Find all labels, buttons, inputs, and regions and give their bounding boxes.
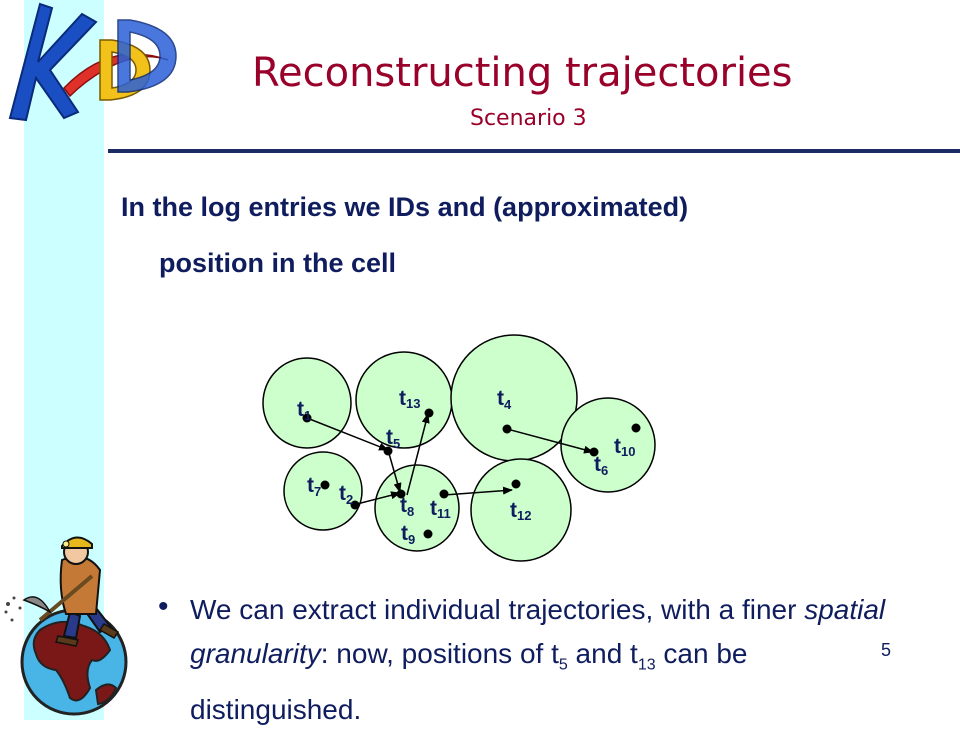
label-t11: t11 <box>430 497 451 521</box>
arrow-t4-t6 <box>506 428 594 454</box>
arrow-t11-t12 <box>443 486 513 496</box>
point-t1 <box>302 413 312 423</box>
label-t6: t6 <box>594 453 608 478</box>
cell-diagram: t1 t13 t4 t5 t10 t6 t7 t2 t8 t11 t12 t9 <box>262 334 656 562</box>
slide-subtitle: Scenario 3 <box>470 106 587 131</box>
intro-line-2: position in the cell <box>159 248 397 278</box>
label-t9: t9 <box>401 522 415 547</box>
bullet-text: We can extract individual trajectories, … <box>190 594 886 725</box>
label-t1: t1 <box>297 398 311 423</box>
point-t6 <box>589 447 599 457</box>
label-t2: t2 <box>339 482 353 507</box>
point-t13 <box>424 408 434 418</box>
cell-1 <box>262 357 352 449</box>
label-t13: t13 <box>399 387 420 411</box>
miner-globe-clipart <box>4 536 128 716</box>
arrow-t2-t8 <box>352 491 401 506</box>
point-t4 <box>502 424 512 434</box>
point-t5 <box>383 446 393 456</box>
label-t5: t5 <box>386 426 400 451</box>
point-t10 <box>631 423 641 433</box>
point-t11 <box>439 489 449 499</box>
label-t8: t8 <box>400 494 414 519</box>
point-t12 <box>511 479 521 489</box>
point-t8 <box>396 489 406 499</box>
point-t2 <box>350 500 360 510</box>
cell-5 <box>283 451 363 531</box>
intro-line-1: In the log entries we IDs and (approxima… <box>121 192 689 222</box>
title-divider <box>108 149 960 153</box>
point-t7 <box>320 480 330 490</box>
slide-title: Reconstructing trajectories <box>252 50 793 96</box>
cell-7 <box>470 458 572 562</box>
bullet-marker: • <box>158 590 169 623</box>
arrow-t5-t8 <box>387 449 402 493</box>
point-t9 <box>423 529 433 539</box>
arrow-t8-t13 <box>406 413 430 496</box>
label-t10: t10 <box>614 435 635 459</box>
arrow-t1-t5 <box>306 417 389 451</box>
label-t12: t12 <box>510 499 531 523</box>
page-number: 5 <box>881 640 892 660</box>
cell-4 <box>560 397 656 493</box>
kdd-logo <box>8 2 177 122</box>
label-t4: t4 <box>497 387 512 412</box>
label-t7: t7 <box>307 474 321 499</box>
